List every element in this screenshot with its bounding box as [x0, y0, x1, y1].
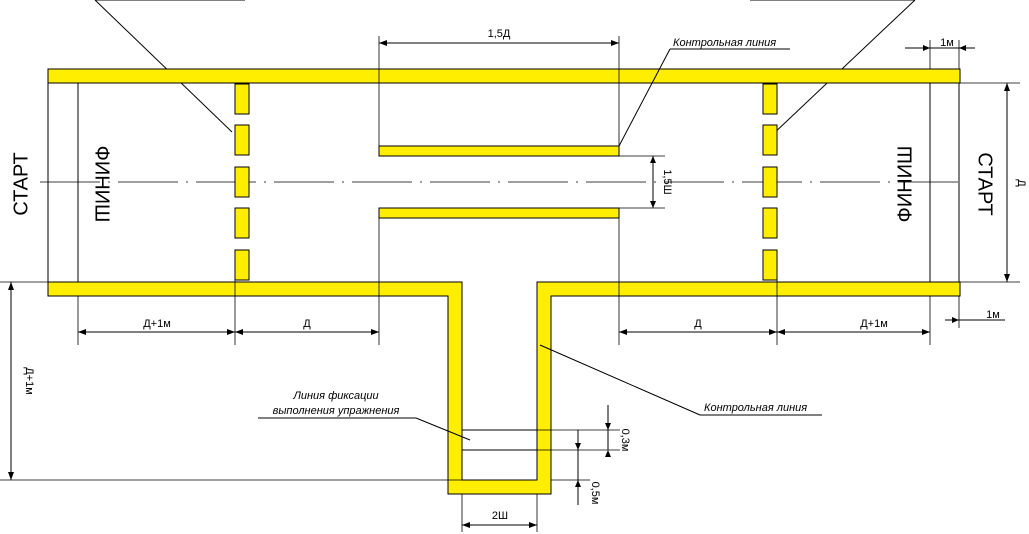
dim-label-d1m-right: Д+1м [860, 318, 888, 330]
arrow [777, 329, 785, 335]
arrow [605, 423, 611, 430]
label-finish-right: ФИНИШ [894, 146, 916, 223]
right-gate-block [762, 124, 778, 156]
arrow [379, 40, 387, 46]
arrow [529, 522, 537, 528]
top-lane-bar [47, 68, 961, 84]
guide-bar-lower [378, 207, 620, 219]
arrow [650, 201, 656, 208]
arrow [959, 45, 966, 51]
left-gate-block [234, 249, 250, 281]
right-gate-block [762, 166, 778, 198]
arrow [619, 329, 627, 335]
note-control-line-top: Контрольная линия [673, 37, 776, 49]
arrow [1004, 83, 1010, 91]
arrow [8, 472, 14, 480]
arrow [575, 480, 581, 487]
arrow [605, 450, 611, 457]
note-fix-line-2: выполнения упражнения [273, 405, 400, 417]
guide-bar-upper [378, 145, 620, 157]
dim-label-1m-top: 1м [940, 37, 954, 49]
leader-fix [415, 417, 471, 441]
left-gate-block [234, 166, 250, 198]
left-gate-block [234, 207, 250, 239]
arrow [923, 45, 930, 51]
dim-label-d-left: Д [303, 318, 311, 330]
dim-label-03m: 0,3м [619, 429, 631, 452]
arrow [227, 329, 235, 335]
label-start-right: СТАРТ [974, 152, 996, 215]
leader-control-bottom [539, 344, 701, 416]
dim-label-vertical-d1m: Д+1м [23, 367, 35, 395]
dim-label-15d: 1,5Д [488, 28, 511, 40]
arrow [922, 329, 930, 335]
dim-label-1m-bottom: 1м [986, 309, 1000, 321]
arrow [78, 329, 86, 335]
right-gate-block [762, 83, 778, 115]
dim-label-d-right-bottom: Д [694, 318, 702, 330]
arrow [769, 329, 777, 335]
arrow [1004, 274, 1010, 282]
dim-label-05m: 0,5м [589, 482, 601, 505]
arrow [235, 329, 243, 335]
label-finish-left: ФИНИШ [91, 146, 113, 223]
arrow [371, 329, 379, 335]
left-gate-block [234, 124, 250, 156]
arrow [952, 317, 959, 323]
dim-label-2sh: 2Ш [492, 510, 508, 522]
arrow [462, 522, 470, 528]
arrow [650, 156, 656, 163]
arrow [611, 40, 619, 46]
left-gate-block [234, 83, 250, 115]
pointer-line-left [94, 0, 233, 133]
note-fix-line-1: Линия фиксации [292, 390, 378, 402]
right-gate-block [762, 249, 778, 281]
dim-label-d-right: Д [1015, 179, 1027, 187]
note-control-line-bottom: Контрольная линия [704, 402, 807, 414]
dim-label-15sh: 1,5Ш [661, 169, 673, 194]
right-gate-block [762, 207, 778, 239]
arrow [8, 282, 14, 290]
arrow [575, 443, 581, 450]
label-start-left: СТАРТ [10, 152, 32, 215]
bottom-t-lane [47, 281, 961, 495]
leader-control-top [618, 48, 671, 147]
dim-label-d1m-left: Д+1м [143, 318, 171, 330]
